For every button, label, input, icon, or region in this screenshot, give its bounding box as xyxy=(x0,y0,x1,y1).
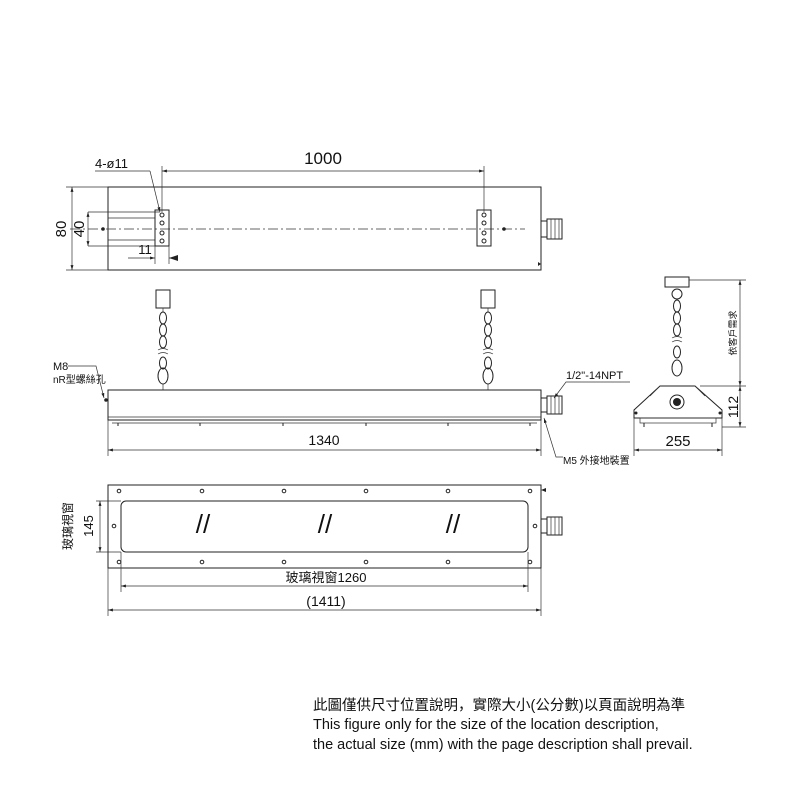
side-port-inner xyxy=(673,398,681,406)
m8-label: M8 xyxy=(53,361,68,373)
side-port-outer xyxy=(669,394,685,410)
left-chain xyxy=(155,289,171,390)
m8-sublabel: nR型螺絲孔 xyxy=(53,373,106,386)
note-zh: 此圖僅供尺寸位置說明，實際大小(公分數)以頁面說明為準 xyxy=(313,698,686,714)
front-cable-gland xyxy=(546,395,563,415)
front-bottom-ticks xyxy=(117,423,531,426)
dim-255: 255 xyxy=(665,433,690,450)
front-view: M8 nR型螺絲孔 1/2"-14NPT M5 外接地裝置 1340 xyxy=(53,289,630,467)
npt-label: 1/2"-14NPT xyxy=(566,370,623,382)
dim-145: 145 xyxy=(81,515,96,537)
glare-mark-2: // xyxy=(318,509,333,539)
top-cable-gland xyxy=(546,218,563,240)
dim-40: 40 xyxy=(71,221,88,238)
hole-1 xyxy=(159,212,165,218)
glare-mark-3: // xyxy=(446,509,461,539)
note-en-line1: This figure only for the size of the loc… xyxy=(313,717,659,733)
side-top-mount xyxy=(664,276,690,288)
note-en-line2: the actual size (mm) with the page descr… xyxy=(313,737,693,753)
m5-label: M5 外接地裝置 xyxy=(563,454,630,467)
dim-1000: 1000 xyxy=(304,149,342,168)
hole-4 xyxy=(481,238,487,244)
bottom-view: // // // 玻璃視窗 145 玻璃視窗1260 (1411) xyxy=(60,484,563,616)
top-right-plate xyxy=(476,209,492,247)
top-left-plate xyxy=(154,209,170,247)
side-height-label: 依客戶需求 xyxy=(727,310,738,355)
right-chain xyxy=(480,289,496,390)
side-view: 依客戶需求 112 255 xyxy=(633,276,746,456)
glass-window xyxy=(120,500,529,553)
hole-3 xyxy=(481,212,487,218)
window-label: 玻璃視窗 xyxy=(60,502,75,550)
dim-80: 80 xyxy=(53,221,70,238)
front-view-body xyxy=(107,389,542,421)
dim-1260: 玻璃視窗1260 xyxy=(286,570,367,585)
bottom-cable-gland xyxy=(546,516,563,536)
top-view: 1000 4-ø11 80 40 11 xyxy=(53,149,563,271)
holes-label: 4-ø11 xyxy=(95,156,128,171)
hole-2 xyxy=(159,238,165,244)
dim-112: 112 xyxy=(725,396,741,419)
dim-1411: (1411) xyxy=(306,593,345,609)
dim-1340: 1340 xyxy=(308,432,339,448)
dim-11: 11 xyxy=(138,242,152,257)
glare-mark-1: // xyxy=(196,509,211,539)
